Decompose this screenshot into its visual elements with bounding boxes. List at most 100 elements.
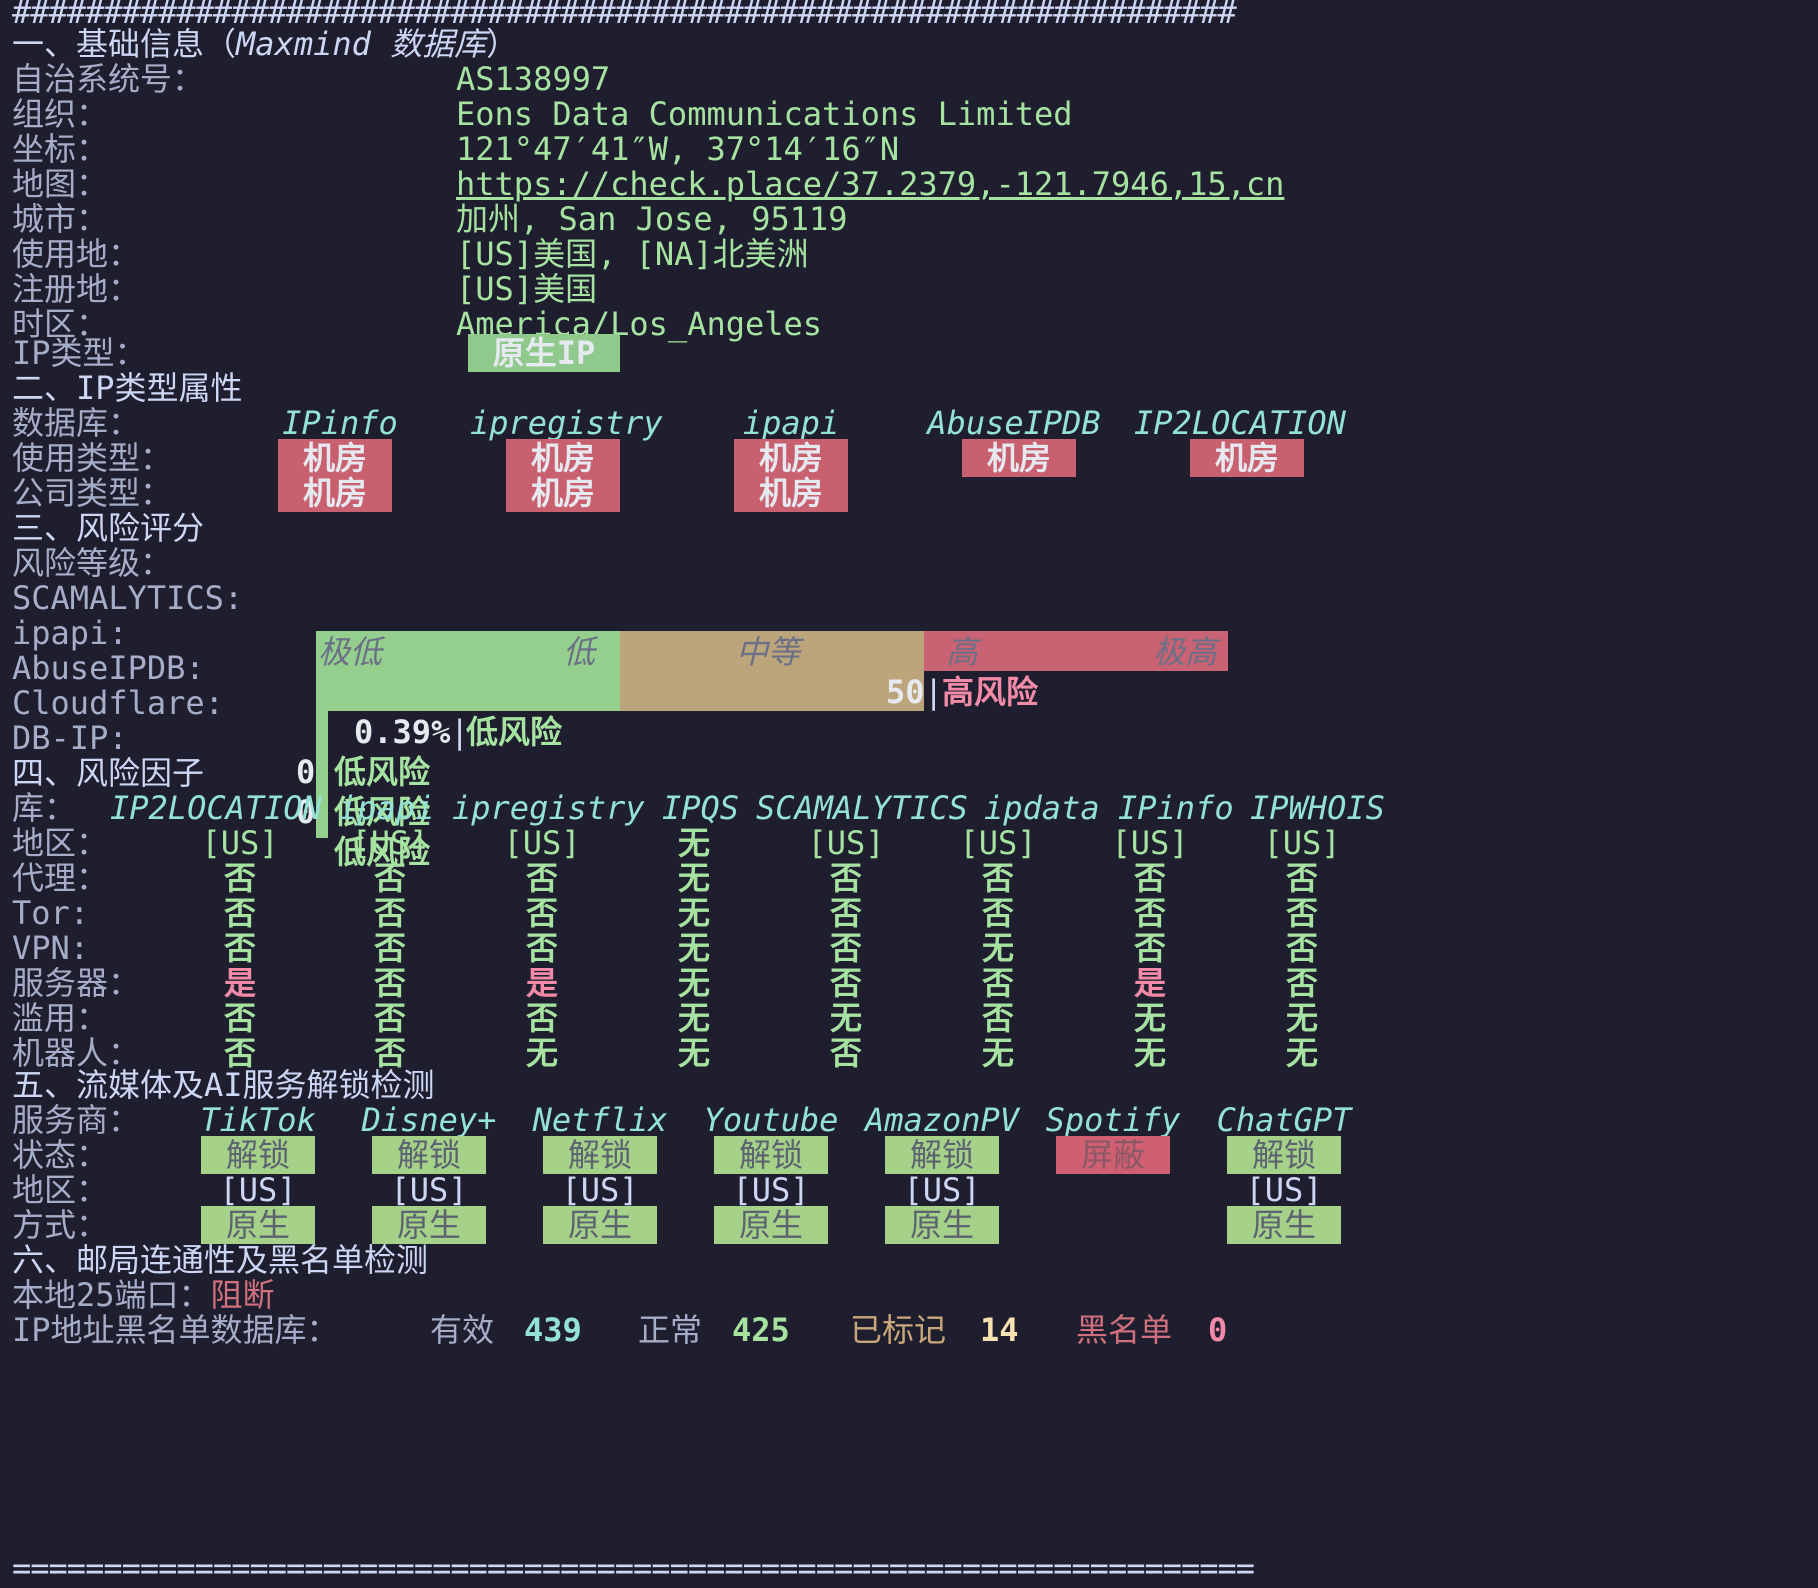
factor-cell: 无: [525, 1034, 558, 1072]
usage-type-badge: 机房: [278, 439, 392, 477]
factor-cell: 否: [525, 894, 558, 932]
risk-level-label: 风险等级：: [12, 544, 173, 582]
company-type-badge: 机房: [734, 474, 848, 512]
lib-label: 库：: [12, 789, 77, 827]
unlock-status-badge: 解锁: [714, 1136, 828, 1174]
factor-col-header: IP2LOCATION: [110, 789, 322, 827]
factor-cell: 无: [677, 859, 710, 897]
factor-cell: [US]: [807, 824, 885, 862]
provider-label: 服务商：: [12, 1101, 141, 1139]
factor-cell: 是: [1133, 964, 1166, 1002]
port25-label: 本地25端口：: [12, 1276, 211, 1314]
blacklist-label: IP地址黑名单数据库：: [12, 1311, 339, 1349]
risk-bar-scam-green: [316, 631, 620, 711]
risk-level-low: 低: [563, 633, 596, 671]
scamalytics-score: 50: [886, 673, 925, 711]
info-row: 组织：: [12, 94, 1812, 134]
info-row: 坐标：: [12, 129, 1812, 169]
cloudflare-risk: 低风险: [334, 793, 431, 831]
provider-name: Youtube: [703, 1101, 839, 1139]
port25-row: 本地25端口：阻断: [12, 1275, 1812, 1315]
info-label: 地图：: [12, 165, 109, 203]
factor-cell: 无: [677, 824, 710, 862]
factor-cell: 无: [1133, 1034, 1166, 1072]
abuseipdb-risk: 低风险: [334, 753, 431, 791]
cloudflare-label: Cloudflare:: [12, 684, 224, 722]
marked-label: 已标记: [850, 1311, 947, 1349]
factor-cell: 否: [829, 929, 862, 967]
info-value: AS138997: [456, 60, 611, 98]
unlock-status-badge: 解锁: [1227, 1136, 1341, 1174]
factor-cell: 否: [1285, 894, 1318, 932]
unlock-status-badge: 解锁: [885, 1136, 999, 1174]
factor-cell: 否: [829, 1034, 862, 1072]
ipapi-score: 0.39%: [354, 713, 451, 751]
dbip-label: DB-IP:: [12, 719, 128, 757]
blacklist-row: IP地址黑名单数据库：: [12, 1310, 1812, 1350]
factor-cell: 否: [1133, 929, 1166, 967]
factor-cell: 否: [223, 929, 256, 967]
provider-name: Netflix: [532, 1101, 668, 1139]
factor-cell: [US]: [959, 824, 1037, 862]
status-label: 状态：: [12, 1136, 109, 1174]
provider-name: TikTok: [200, 1101, 316, 1139]
factor-cell: 是: [525, 964, 558, 1002]
provider-name: AmazonPV: [864, 1101, 1020, 1139]
unlock-region: [US]: [561, 1171, 639, 1209]
info-row: 注册地：: [12, 269, 1812, 309]
section-4-title: 四、风险因子: [12, 754, 205, 792]
unlock-method-badge: 原生: [543, 1206, 657, 1244]
usage-type-badge: 机房: [1190, 439, 1304, 477]
info-value: 121°47′41″W, 37°14′16″N: [456, 130, 900, 168]
unlock-method-badge: 原生: [714, 1206, 828, 1244]
factor-cell: [US]: [1111, 824, 1189, 862]
factor-cell: 无: [1285, 1034, 1318, 1072]
blacklist-name-label: 黑名单: [1076, 1311, 1173, 1349]
factor-row-label: Tor:: [12, 894, 90, 932]
info-label: 自治系统号：: [12, 60, 205, 98]
factor-cell: 否: [981, 859, 1014, 897]
unlock-method-badge: 原生: [201, 1206, 315, 1244]
factor-cell: 否: [981, 999, 1014, 1037]
factor-cell: 无: [829, 999, 862, 1037]
info-label: 使用地：: [12, 235, 141, 273]
factor-cell: 否: [223, 894, 256, 932]
factor-cell: 否: [525, 859, 558, 897]
factor-cell: 否: [1133, 894, 1166, 932]
factor-cell: 否: [1285, 859, 1318, 897]
company-type-badge: 机房: [506, 474, 620, 512]
port25-status: 阻断: [210, 1276, 275, 1314]
usage-type-badge: 机房: [734, 439, 848, 477]
scamalytics-label: SCAMALYTICS:: [12, 579, 244, 617]
ip-type-row: IP类型：: [12, 333, 1812, 373]
unlock-method-badge: 原生: [372, 1206, 486, 1244]
scamalytics-marker: |: [924, 673, 944, 711]
info-label: 注册地：: [12, 270, 141, 308]
factor-cell: [US]: [201, 824, 279, 862]
method-label: 方式：: [12, 1206, 109, 1244]
unlock-status-badge: 屏蔽: [1056, 1136, 1170, 1174]
factor-row-label: 地区：: [12, 824, 109, 862]
factor-cell: 否: [373, 1034, 406, 1072]
cloudflare-score: 0: [296, 793, 316, 831]
risk-bar-high-zone: [924, 631, 1228, 671]
factor-col-header: ipdata: [984, 789, 1100, 827]
risk-level-medium: 中等: [736, 633, 801, 671]
factor-cell: 否: [223, 1034, 256, 1072]
ip-type-label: IP类型：: [12, 334, 147, 372]
factor-cell: 否: [1133, 859, 1166, 897]
factor-cell: 无: [981, 929, 1014, 967]
info-label: 城市：: [12, 200, 109, 238]
abuseipdb-score: 0: [296, 753, 316, 791]
factor-cell: 否: [829, 894, 862, 932]
info-label: 时区：: [12, 305, 109, 343]
normal-label: 正常: [638, 1311, 703, 1349]
unlock-region: [US]: [219, 1171, 297, 1209]
company-label: 公司类型：: [12, 474, 173, 512]
section-3-title: 三、风险评分: [12, 509, 205, 547]
factor-cell: 否: [1285, 929, 1318, 967]
info-label: 组织：: [12, 95, 109, 133]
info-value: [US]美国: [456, 270, 598, 308]
map-link[interactable]: https://check.place/37.2379,-121.7946,15…: [456, 165, 1285, 203]
normal-count: 425: [732, 1311, 790, 1349]
